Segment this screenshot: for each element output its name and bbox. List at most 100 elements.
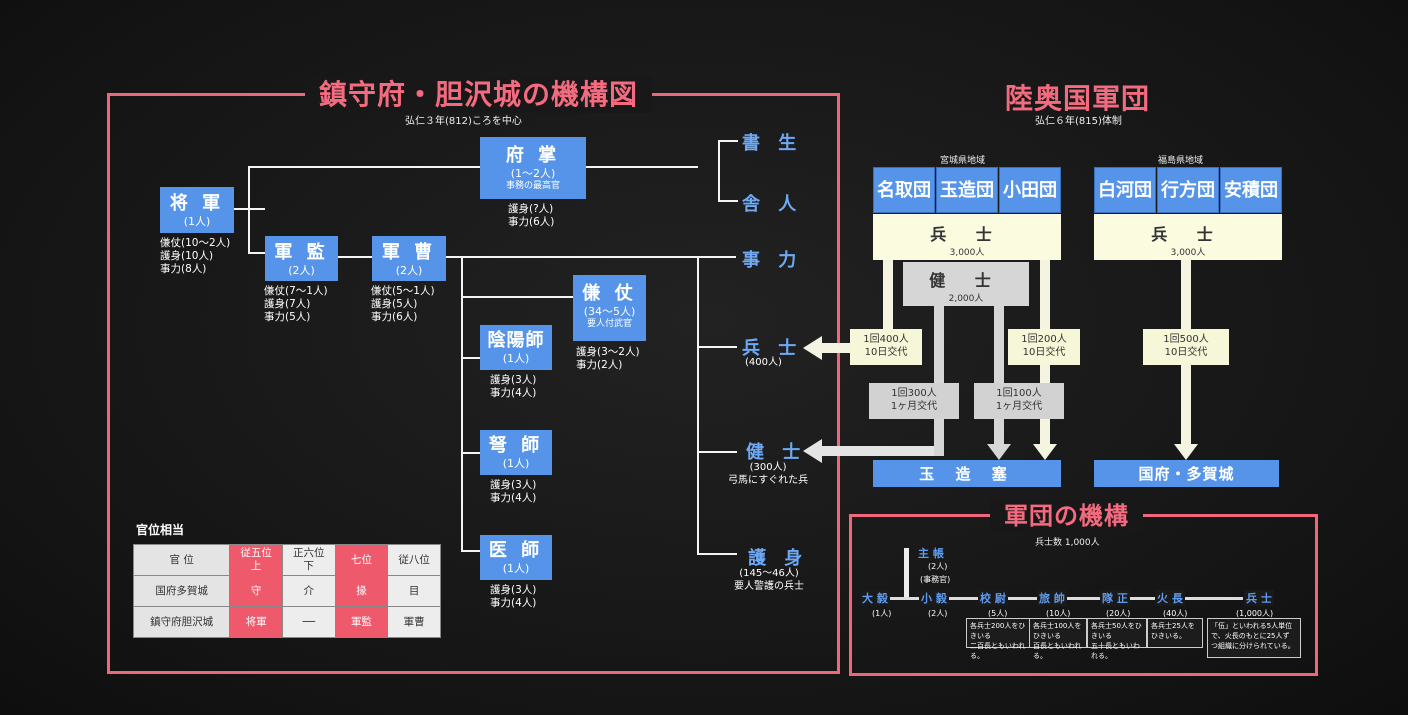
- connector: [461, 452, 480, 454]
- doshi-notes: 護身(3人) 事力(4人): [490, 479, 536, 505]
- fusho-notes: 護身(?人) 事力(6人): [508, 203, 554, 229]
- heishi-label: 兵 士: [742, 338, 803, 359]
- kenshi-box: 健 士 2,000人: [903, 262, 1029, 306]
- miyagi-soldiers: 兵 士 3,000人: [873, 214, 1061, 260]
- note-line: 傔仗(7～1人): [264, 285, 328, 297]
- note-box: 各兵士200人をひきいる 二百長ともいわれる。: [966, 618, 1030, 660]
- table-cell: 軍監: [334, 606, 389, 638]
- ishi-notes: 護身(3人) 事力(4人): [490, 584, 536, 610]
- unit-label: 安積団: [1224, 180, 1278, 201]
- chain-koi: 校 尉: [978, 590, 1008, 606]
- unit-label: 玉造団: [940, 180, 994, 201]
- rotation-line: 1回300人: [891, 388, 937, 399]
- kenshi-sub: (300人) 弓馬にすぐれた兵: [728, 461, 808, 487]
- table-cell: 国府多賀城: [132, 575, 231, 607]
- note-line: 護身(5人): [371, 298, 418, 310]
- right-title: 陸奥国軍団: [1005, 82, 1151, 115]
- arrow-shaft: [820, 446, 944, 456]
- ishi-name: 医 師: [488, 540, 544, 561]
- arrow-down-icon: [1174, 444, 1198, 460]
- table-cell: 介: [281, 575, 336, 607]
- note-line: 護身(3人): [490, 479, 537, 491]
- arrow-down-icon: [987, 444, 1011, 460]
- note-line: 各兵士25人を: [1151, 622, 1195, 630]
- rotation-line: 1回100人: [996, 388, 1042, 399]
- toneri-label: 舎 人: [742, 194, 803, 215]
- shucho-bracket: [904, 548, 909, 600]
- left-title: 鎮守府・胆沢城の機構図: [305, 77, 653, 113]
- note-line: 護身(3人): [490, 374, 537, 386]
- ishi-count: (1人): [502, 562, 530, 575]
- gundan-subtitle: 兵士数 1,000人: [1035, 538, 1100, 548]
- kenjo-desc: 要人付武官: [586, 319, 632, 329]
- note-line: 傔仗(5～1人): [371, 285, 435, 297]
- rotation-line: 10日交代: [1164, 347, 1208, 358]
- note-line: 各兵士100人をひきいる: [1033, 622, 1082, 640]
- onmyoji-box: 陰陽師 (1人): [480, 325, 552, 370]
- note-line: ひきいる。: [1151, 632, 1186, 640]
- connector: [248, 166, 250, 253]
- sub-line: 要人警護の兵士: [734, 581, 804, 592]
- note-line: 各兵士50人をひきいる: [1091, 622, 1142, 640]
- gundan-title: 軍団の機構: [990, 500, 1143, 532]
- note-line: 護身(7人): [264, 298, 311, 310]
- note-line: 事力(8人): [160, 263, 207, 275]
- arrow-down-icon: [1033, 444, 1057, 460]
- fusho-desc: 事務の最高官: [505, 181, 560, 191]
- connector: [446, 256, 736, 258]
- note-line: 事力(5人): [264, 311, 311, 323]
- rotation-tag: 1回500人 10日交代: [1143, 329, 1229, 365]
- table-cell: 従八位: [387, 544, 441, 576]
- rotation-tag: 1回300人 1ヶ月交代: [869, 383, 959, 419]
- shucho-desc: (事務官): [920, 575, 951, 584]
- connector: [461, 296, 573, 298]
- connector: [697, 451, 737, 453]
- table-cell: 目: [387, 575, 441, 607]
- gunkan-name: 軍 監: [274, 242, 329, 263]
- soldiers-label: 兵 士: [930, 225, 1004, 244]
- goshin-label: 護 身: [748, 548, 809, 569]
- note-box: 各兵士25人を ひきいる。: [1147, 618, 1203, 648]
- connector: [338, 256, 372, 258]
- rotation-line: 1回500人: [1163, 334, 1209, 345]
- soldiers-count: 3,000人: [949, 248, 985, 258]
- table-cell: 将軍: [229, 606, 283, 638]
- note-line: 護身(10人): [160, 250, 214, 262]
- unit-label: 小田団: [1003, 180, 1057, 201]
- arrow-left-icon: [803, 336, 822, 360]
- count-ryosui: (10人): [1046, 609, 1071, 618]
- unit-label: 名取団: [877, 180, 931, 201]
- sub-line: (145～46人): [739, 568, 799, 579]
- note-box: 「伍」といわれる5人単位 で、火長のもとに25人ず つ組織に分けられている。: [1207, 618, 1301, 658]
- chain-kacho: 火 長: [1155, 590, 1185, 606]
- arrow-shaft: [934, 420, 944, 456]
- unit-namekata: 行方団: [1157, 167, 1219, 213]
- table-cell: ──: [281, 606, 336, 638]
- rank-table-title: 官位相当: [136, 523, 185, 537]
- note-line: 各兵士200人をひきいる: [970, 622, 1026, 640]
- fusho-count: (1～2人): [510, 167, 556, 180]
- rotation-line: 10日交代: [1022, 347, 1066, 358]
- connector: [697, 346, 737, 348]
- shucho-count: (2人): [928, 562, 948, 571]
- kenshi-name: 健 士: [929, 271, 1003, 290]
- kenshi-label: 健 士: [746, 442, 807, 463]
- unit-tamatsukuri: 玉造団: [936, 167, 998, 213]
- onmyoji-notes: 護身(3人) 事力(4人): [490, 374, 536, 400]
- rotation-line: 10日交代: [864, 347, 908, 358]
- right-subtitle: 弘仁６年(815)体制: [1035, 116, 1122, 127]
- shogun-notes: 傔仗(10～2人) 護身(10人) 事力(8人): [160, 237, 230, 276]
- soldiers-label: 兵 士: [1151, 225, 1225, 244]
- note-line: 傔仗(10～2人): [160, 237, 231, 249]
- left-subtitle: 弘仁３年(812)ころを中心: [405, 116, 522, 127]
- rank-table: 官 位 従五位 上 正六位 下 七位 従八位 国府多賀城 守 介 掾 目 鎮守府…: [132, 544, 441, 638]
- table-cell: 掾: [334, 575, 389, 607]
- note-line: 百長ともいわれる。: [1033, 642, 1082, 660]
- shogun-box: 将 軍 (1人): [160, 187, 234, 233]
- note-line: 護身(3～2人): [576, 346, 640, 358]
- unit-asaka: 安積団: [1220, 167, 1282, 213]
- note-line: 事力(6人): [371, 311, 418, 323]
- soldiers-count: 3,000人: [1170, 248, 1206, 258]
- gunkan-box: 軍 監 (2人): [265, 236, 338, 281]
